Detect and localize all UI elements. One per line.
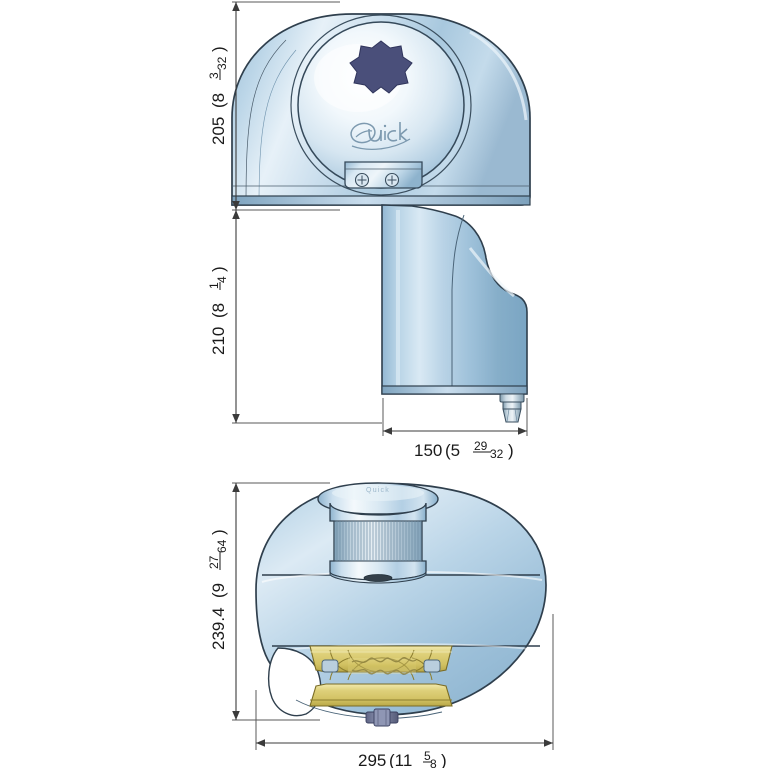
arrow-left-295 — [256, 739, 265, 747]
capstan-cover-outer-ring — [290, 14, 472, 196]
gypsy-pin-right — [423, 659, 441, 673]
clamp-bracket — [344, 161, 423, 189]
dim-label-150-den: 32 — [490, 447, 504, 461]
dim-label-150-whole: (5 — [445, 441, 460, 460]
gypsy-center-face — [348, 658, 416, 674]
dim-label-239-metric: 239.4 — [209, 607, 228, 650]
dimension-height-section: 239.4 (9 27 64 ) — [207, 482, 330, 721]
motor-bulge-highlight — [468, 247, 515, 298]
capstan-foot-skirt — [329, 571, 427, 584]
dim-label-239-den: 64 — [215, 539, 229, 553]
dim-label-205-close: ) — [209, 46, 228, 52]
capstan-drum: Quick — [317, 482, 439, 584]
arrow-up-205 — [232, 2, 240, 11]
base-skirt-line — [295, 699, 443, 719]
dim-label-210-close: ) — [209, 266, 228, 272]
dome-inner-contour-2 — [258, 49, 297, 206]
section-view: Quick — [255, 482, 547, 727]
cable-gland — [499, 393, 525, 423]
dim-label-205-metric: 205 — [209, 117, 228, 145]
arrow-right-150 — [518, 427, 527, 435]
dim-label-210-metric: 210 — [209, 327, 228, 355]
base-cutaway-pocket — [267, 647, 322, 717]
arrow-up-210 — [232, 210, 240, 219]
brand-logo — [350, 122, 411, 150]
dimension-height-lower: 210 (8 1 4 ) — [207, 210, 382, 424]
gypsy-pin-left — [321, 659, 339, 673]
motor-fold-line — [451, 214, 465, 394]
side-elevation-view — [231, 13, 531, 423]
dim-label-239-close: ) — [209, 529, 228, 535]
dim-label-205-num: 3 — [207, 72, 221, 79]
dimension-width-base: 295 (11 5 8 ) — [255, 614, 554, 768]
capstan-knurl-ribs — [336, 521, 422, 561]
star-socket — [349, 40, 413, 94]
arrow-down-210 — [232, 414, 240, 423]
dim-label-295-den: 8 — [430, 757, 437, 768]
capstan-top-highlight — [332, 485, 424, 501]
dimension-height-upper: 205 (8 3 32 ) — [207, 1, 340, 211]
dome-inner-contour — [245, 39, 287, 206]
capstan-shaft-seal — [363, 574, 393, 582]
dome-highlight — [469, 30, 528, 121]
arrow-down-239 — [232, 711, 240, 720]
dim-label-239-num: 27 — [207, 555, 221, 569]
motor-body — [381, 204, 528, 395]
dim-label-210-den: 4 — [215, 276, 229, 283]
dim-label-239-whole: (9 — [209, 583, 228, 598]
arrow-right-295 — [544, 739, 553, 747]
dome-base-band — [231, 195, 531, 206]
deck-highlight-lower — [273, 643, 539, 653]
gypsy-lower-plate — [309, 683, 453, 707]
arrow-up-239 — [232, 483, 240, 492]
arrow-left-150 — [383, 427, 392, 435]
dim-label-205-whole: (8 — [209, 93, 228, 108]
dimension-width-motor: 150 (5 29 32 ) — [382, 398, 528, 461]
drain-plug — [365, 708, 399, 727]
dim-label-295-close: ) — [441, 751, 447, 768]
dim-label-295-metric: 295 — [358, 751, 386, 768]
dim-label-205-den: 32 — [215, 56, 229, 70]
dim-label-210-whole: (8 — [209, 303, 228, 318]
arrow-down-205 — [232, 201, 240, 210]
motor-base-plate — [381, 385, 528, 395]
capstan-logo-text: Quick — [366, 487, 390, 494]
dim-label-210-num: 1 — [207, 282, 221, 289]
dim-label-150-close: ) — [508, 441, 514, 460]
dim-label-150-metric: 150 — [414, 441, 442, 460]
chain-gypsy — [309, 645, 453, 707]
dim-label-295-whole: (11 — [389, 751, 412, 768]
dim-label-295-num: 5 — [424, 749, 431, 763]
dim-label-150-num: 29 — [474, 439, 488, 453]
